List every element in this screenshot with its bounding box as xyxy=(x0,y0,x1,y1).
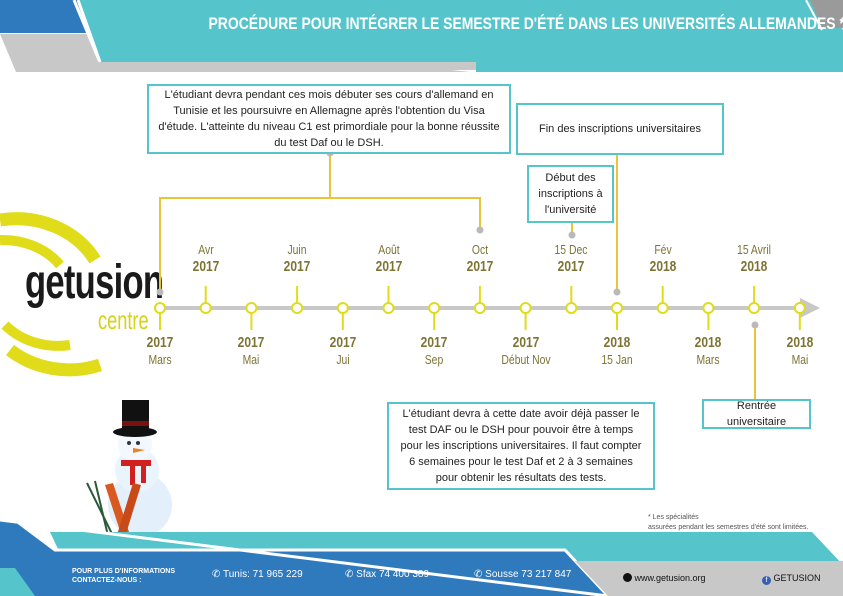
month: Mai xyxy=(243,352,260,367)
year: 2017 xyxy=(466,258,494,275)
note-test: L'étudiant devra à cette date avoir déjà… xyxy=(387,402,655,490)
phone-tunis[interactable]: ✆ Tunis: 71 965 229 xyxy=(212,569,303,580)
timeline-node xyxy=(473,302,486,314)
month: Août xyxy=(377,242,400,257)
year: 2017 xyxy=(375,258,402,275)
timeline-node xyxy=(291,302,304,314)
phone-icon: ✆ xyxy=(212,569,223,580)
footnote-line1: * Les spécialités xyxy=(648,514,699,521)
month: 15 Avril xyxy=(737,242,772,257)
facebook-text: GETUSION xyxy=(773,573,821,583)
logo-sub: centre xyxy=(98,305,149,335)
month: Mars xyxy=(696,352,720,367)
month: Mars xyxy=(148,352,172,367)
getusion-logo xyxy=(0,212,102,377)
note-study: L'étudiant devra pendant ces mois débute… xyxy=(147,84,511,154)
timeline-node xyxy=(656,302,669,314)
month: Juin xyxy=(287,242,307,257)
phone-sousse-text: Sousse 73 217 847 xyxy=(485,569,572,580)
note-start-inscriptions: Début des inscriptions à l'université xyxy=(527,165,614,223)
month: 15 Jan xyxy=(601,352,633,367)
header-banner xyxy=(0,0,843,72)
phone-icon: ✆ xyxy=(474,569,486,580)
timeline-node xyxy=(336,302,349,314)
timeline-node xyxy=(519,302,532,314)
timeline-node xyxy=(245,302,258,314)
phone-icon: ✆ xyxy=(345,569,357,580)
year: 2018 xyxy=(786,334,814,351)
month: Début Nov xyxy=(501,352,551,367)
facebook-link[interactable]: f GETUSION xyxy=(762,573,821,585)
year: 2017 xyxy=(192,258,220,275)
year: 2017 xyxy=(283,258,311,275)
phone-sfax[interactable]: ✆ Sfax 74 400 389 xyxy=(345,569,429,580)
month: Jui xyxy=(336,352,350,367)
page-title: PROCÉDURE POUR INTÉGRER LE SEMESTRE D'ÉT… xyxy=(208,14,843,33)
footnote-line2: assurées pendant les semestres d'été son… xyxy=(648,524,809,531)
year: 2017 xyxy=(329,334,357,351)
year: 2017 xyxy=(420,334,448,351)
connectors xyxy=(159,153,756,399)
year: 2017 xyxy=(146,334,174,351)
year: 2017 xyxy=(512,334,539,351)
timeline-node xyxy=(199,302,212,314)
contact-label: POUR PLUS D'INFORMATIONS CONTACTEZ-NOUS … xyxy=(72,567,175,585)
globe-icon xyxy=(623,573,632,582)
contact-label-line2: CONTACTEZ-NOUS : xyxy=(72,577,142,584)
month: Mai xyxy=(791,352,809,367)
year: 2018 xyxy=(695,334,722,351)
year: 2017 xyxy=(238,334,265,351)
month: Sep xyxy=(424,352,444,367)
note-rentree: Rentrée universitaire xyxy=(702,399,811,429)
contact-label-line1: POUR PLUS D'INFORMATIONS xyxy=(72,568,176,575)
phone-sousse[interactable]: ✆ Sousse 73 217 847 xyxy=(474,569,571,580)
timeline-node xyxy=(793,302,806,314)
note-end-inscriptions: Fin des inscriptions universitaires xyxy=(516,103,724,155)
year: 2018 xyxy=(649,258,677,275)
footnote: * Les spécialités assurées pendant les s… xyxy=(648,513,808,533)
timeline-node xyxy=(702,302,715,314)
timeline-node xyxy=(611,302,623,314)
year: 2018 xyxy=(603,334,631,351)
facebook-icon: f xyxy=(762,576,771,585)
connector-dots xyxy=(156,149,759,329)
month: Fév xyxy=(654,242,672,257)
timeline-node xyxy=(154,302,166,314)
logo-name: getusion xyxy=(25,256,164,309)
website-link[interactable]: www.getusion.org xyxy=(623,573,706,583)
year: 2018 xyxy=(740,258,768,275)
timeline-node xyxy=(748,302,761,314)
month: Avr xyxy=(197,242,214,257)
timeline-node xyxy=(382,302,395,314)
timeline-node xyxy=(428,302,441,314)
year: 2017 xyxy=(557,258,585,275)
month: 15 Dec xyxy=(554,242,588,257)
timeline-arrow xyxy=(800,298,820,318)
snowman-illustration xyxy=(86,400,172,540)
timeline-node xyxy=(565,302,578,314)
website-text: www.getusion.org xyxy=(634,573,706,583)
footer-banner xyxy=(0,520,843,596)
phone-tunis-text: Tunis: 71 965 229 xyxy=(222,569,303,580)
month: Oct xyxy=(471,242,488,257)
phone-sfax-text: Sfax 74 400 389 xyxy=(356,569,430,580)
